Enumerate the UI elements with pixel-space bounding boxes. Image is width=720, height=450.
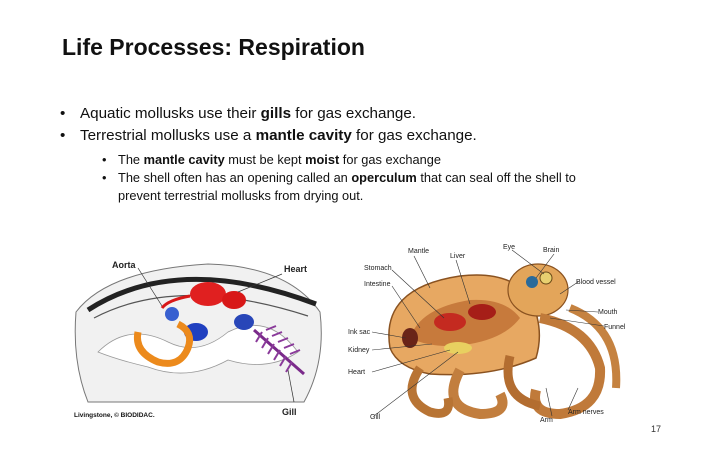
- label-brain: Brain: [543, 247, 559, 254]
- bullet-text: Terrestrial mollusks use a: [80, 127, 256, 144]
- bullet-text: Aquatic mollusks use their: [80, 105, 261, 122]
- label-liver: Liver: [450, 253, 466, 260]
- sub-bullet-text: for gas exchange: [339, 152, 441, 167]
- sub-bullet-text: must be kept: [225, 152, 305, 167]
- octopus-arm: [453, 370, 502, 414]
- label-heart: Heart: [284, 264, 307, 274]
- label-funnel: Funnel: [604, 324, 626, 331]
- sub-bullet-emphasis: operculum: [351, 170, 416, 185]
- heart-atrium: [222, 291, 246, 309]
- octopus-arm: [535, 318, 600, 414]
- label-gill: Gill: [370, 414, 381, 421]
- label-aorta: Aorta: [112, 260, 136, 270]
- bullet-text: for gas exchange.: [291, 105, 416, 122]
- sub-bullet-emphasis: mantle cavity: [144, 152, 225, 167]
- bullet-list: Aquatic mollusks use their gills for gas…: [58, 103, 698, 205]
- label-gill: Gill: [282, 407, 297, 417]
- label-kidney: Kidney: [348, 347, 370, 354]
- label-mantle: Mantle: [408, 248, 429, 255]
- octopus-head: [508, 264, 568, 316]
- snail-anatomy-figure: Aorta Heart Gill Livingstone, © BIODIDAC…: [68, 252, 332, 424]
- image-credit: Livingstone, © BIODIDAC.: [74, 411, 155, 419]
- label-mouth: Mouth: [598, 309, 618, 316]
- octopus-anatomy-figure: Mantle Liver Eye Brain Stomach Intestine…: [340, 238, 660, 426]
- stomach-shape: [434, 313, 466, 331]
- label-ink-sac: Ink sac: [348, 329, 371, 336]
- label-stomach: Stomach: [364, 265, 392, 272]
- page-number: 17: [651, 424, 661, 434]
- label-arm: Arm: [540, 417, 553, 424]
- label-intestine: Intestine: [364, 281, 391, 288]
- liver-shape: [468, 304, 496, 320]
- heart-shape: [190, 282, 226, 306]
- bullet-item: Terrestrial mollusks use a mantle cavity…: [58, 125, 698, 147]
- label-heart: Heart: [348, 369, 365, 376]
- bullet-item: Aquatic mollusks use their gills for gas…: [58, 103, 698, 125]
- sub-bullet-text: The: [118, 152, 144, 167]
- digestive-gland: [165, 307, 179, 321]
- slide-title: Life Processes: Respiration: [62, 34, 365, 61]
- blue-organ: [234, 314, 254, 330]
- sub-bullet-text: The shell often has an opening called an: [118, 170, 351, 185]
- sub-bullet-item: The mantle cavity must be kept moist for…: [100, 151, 698, 169]
- eye-shape: [540, 272, 552, 284]
- sub-bullet-item: The shell often has an opening called an…: [100, 169, 588, 205]
- label-eye: Eye: [503, 244, 515, 251]
- label-arm-nerves: Arm nerves: [568, 409, 604, 416]
- bullet-text: for gas exchange.: [352, 127, 477, 144]
- bullet-emphasis: mantle cavity: [256, 127, 352, 144]
- bullet-emphasis: gills: [261, 105, 291, 122]
- sub-bullet-emphasis: moist: [305, 152, 339, 167]
- label-blood-vessel: Blood vessel: [576, 279, 616, 286]
- sub-bullet-list: The mantle cavity must be kept moist for…: [100, 151, 698, 205]
